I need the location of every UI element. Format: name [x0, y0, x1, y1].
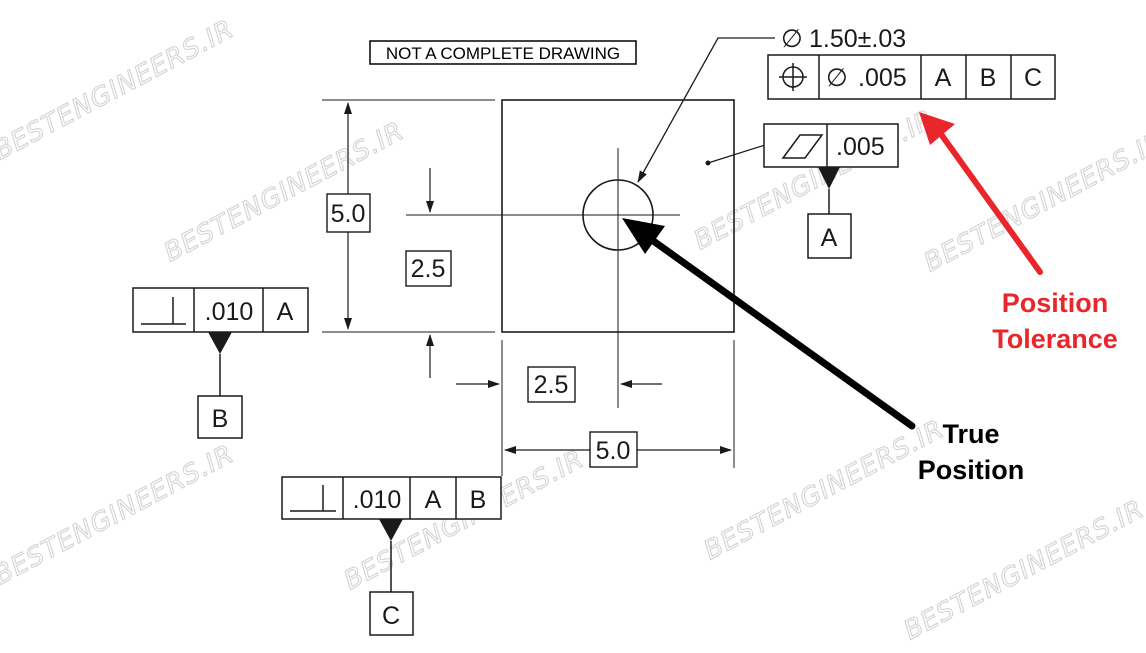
hole-horizontal-dimension: 2.5 [456, 366, 662, 403]
watermark: BESTENGINEERS.IR [899, 494, 1146, 646]
position-datum-a: A [935, 64, 952, 92]
perpendicularity-fcf-b: .010 A B [132, 287, 309, 439]
true-position-annotation: True Position [622, 218, 1024, 485]
hole-diameter-symbol: ∅ [781, 25, 803, 53]
hole-callout: ∅ 1.50±.03 [637, 25, 906, 183]
position-datum-b: B [980, 64, 997, 92]
position-tolerance-line2: Tolerance [992, 324, 1118, 354]
datum-label-a: A [821, 224, 838, 252]
datum-triangle-c [379, 519, 403, 541]
position-tolerance-annotation: Position Tolerance [919, 112, 1118, 354]
hole-from-bottom-text: 2.5 [411, 255, 446, 283]
perpendicularity-b-tolerance: .010 [205, 298, 254, 326]
datum-triangle-a [818, 167, 840, 189]
perpendicularity-fcf-c: .010 A B C [281, 476, 502, 636]
hole [406, 148, 680, 408]
datum-triangle-b [208, 332, 232, 354]
hole-vertical-dimension: 2.5 [405, 168, 452, 378]
height-dimension: 5.0 [322, 99, 495, 333]
black-arrow-head [622, 218, 665, 254]
position-diameter-symbol: ∅ [826, 64, 848, 92]
position-datum-c: C [1024, 64, 1042, 92]
red-arrow-head [919, 112, 955, 145]
perpendicularity-c-datum-b: B [470, 486, 487, 514]
flatness-tolerance-value: .005 [836, 133, 885, 161]
true-position-line1: True [942, 419, 999, 449]
width-dimension-text: 5.0 [596, 437, 631, 465]
height-dimension-text: 5.0 [331, 200, 366, 228]
perpendicularity-b-datum-a: A [277, 298, 294, 326]
perpendicularity-c-datum-a: A [425, 486, 442, 514]
true-position-line2: Position [918, 455, 1025, 485]
width-dimension: 5.0 [501, 340, 735, 476]
perpendicularity-icon [290, 485, 336, 512]
hole-from-left-text: 2.5 [534, 371, 569, 399]
position-icon [779, 63, 807, 91]
datum-label-b: B [212, 405, 229, 433]
position-tolerance-line1: Position [1002, 288, 1109, 318]
flatness-fcf: .005 A [705, 123, 899, 259]
watermark: BESTENGINEERS.IR [0, 439, 239, 591]
watermark: BESTENGINEERS.IR [699, 414, 949, 566]
position-fcf: ∅ .005 A B C [767, 54, 1056, 100]
watermark: BESTENGINEERS.IR [159, 116, 409, 268]
note-box: NOT A COMPLETE DRAWING [369, 40, 637, 65]
watermark: BESTENGINEERS.IR [339, 444, 589, 596]
note-text: NOT A COMPLETE DRAWING [386, 44, 620, 63]
perpendicularity-c-tolerance: .010 [353, 486, 402, 514]
watermark: BESTENGINEERS.IR [0, 14, 239, 166]
perpendicularity-icon [141, 297, 186, 325]
datum-label-c: C [382, 602, 400, 630]
position-tolerance-value: .005 [858, 64, 907, 92]
hole-size-text: 1.50±.03 [809, 25, 906, 53]
flatness-icon [781, 134, 824, 159]
